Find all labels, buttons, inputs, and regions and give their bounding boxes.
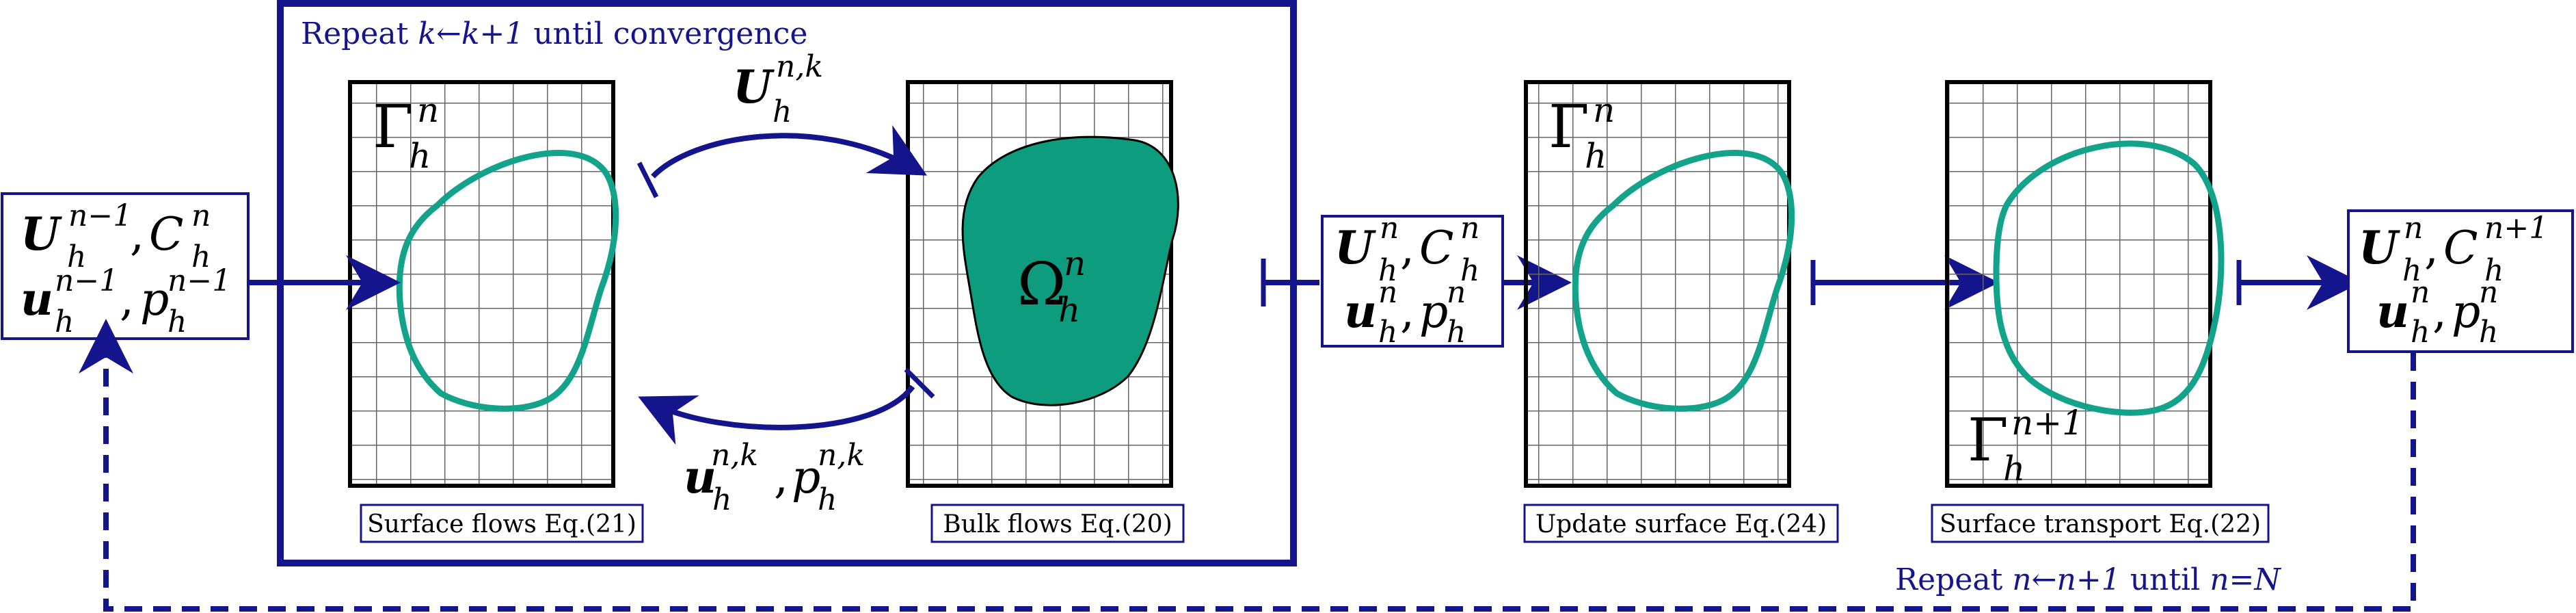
svg-text:C: C [1419,222,1454,274]
panel-surface-transport: Γ n+1 h Surface transport Eq.(22) [1931,80,2270,543]
svg-text:h: h [167,304,187,339]
coupling-top-superscript: n,k [776,49,823,84]
svg-text:h: h [818,482,837,517]
input-state-box: U n−1 h , C n h u n−1 h , p n−1 h [1,192,250,340]
svg-text:h: h [2484,253,2504,288]
symbol-superscript: n [1064,244,1086,283]
svg-text:U: U [1334,221,1376,274]
iteration-loop-label: Repeat k←k+1 until convergence [301,16,807,51]
svg-text:n: n [1380,211,1399,246]
svg-text:h: h [1378,315,1397,350]
panel-symbol: Γ [1968,406,2009,475]
svg-text:h: h [191,239,211,274]
svg-text:,: , [130,208,144,261]
surface-curve [1572,150,1795,412]
svg-text:u: u [2376,285,2409,338]
panel-caption: Bulk flows Eq.(20) [943,510,1172,538]
svg-text:h: h [2402,253,2421,288]
panel-symbol: Γ [373,93,414,161]
svg-text:C: C [149,208,184,261]
svg-text:h: h [67,239,86,274]
svg-text:u: u [21,272,53,326]
svg-text:p: p [2452,285,2480,338]
symbol-subscript: h [409,136,431,176]
coupling-arrow-bottom [638,384,915,445]
coupling-label-top: U [733,60,775,114]
bulk-domain-shape [961,135,1179,406]
svg-text:h: h [1378,253,1397,288]
svg-text:,: , [774,451,788,504]
svg-text:n: n [191,198,211,233]
svg-text:n+1: n+1 [2484,211,2548,246]
symbol-superscript: n+1 [2011,403,2084,443]
panel-update-surface: Γ n h Update surface Eq.(24) [1523,80,1839,543]
svg-text:p: p [1419,285,1448,338]
panel-surface-flows: Γ n h Surface flows Eq.(21) [348,80,644,543]
svg-text:p: p [140,273,169,326]
panel-symbol: Γ [1548,93,1589,161]
svg-text:h: h [712,482,732,517]
svg-text:n,k: n,k [711,438,758,473]
svg-text:p: p [792,451,820,504]
coupling-arrow-top [651,125,928,179]
symbol-superscript: n [1593,90,1615,130]
svg-text:u: u [1344,285,1377,338]
svg-text:h: h [55,304,74,339]
surface-curve [1993,140,2225,416]
panel-caption: Surface transport Eq.(22) [1940,510,2261,538]
svg-text:n−1: n−1 [68,198,132,233]
symbol-subscript: h [2003,449,2025,488]
panel-caption: Surface flows Eq.(21) [367,510,636,538]
panel-symbol: Ω [1017,250,1066,319]
svg-text:n: n [1460,211,1479,246]
svg-text:h: h [2411,315,2430,350]
coupling-label-bottom: u n,k h , p n,k h [684,438,865,517]
panel-bulk-flows: Ω n h Bulk flows Eq.(20) [906,80,1185,543]
output-state-box: U n h , C n+1 h u n h , p n h [2347,209,2574,353]
symbol-subscript: h [1585,136,1607,176]
svg-text:n: n [2404,211,2423,246]
svg-text:C: C [2443,222,2478,274]
svg-text:,: , [1400,285,1414,338]
svg-text:n: n [1378,275,1397,310]
svg-text:n: n [1447,275,1466,310]
svg-text:u: u [684,450,716,504]
coupling-top-subscript: h [773,94,792,129]
svg-text:n: n [2411,275,2430,310]
middle-state-box: U n h , C n h u n h , p n h [1321,211,1504,350]
svg-text:n,k: n,k [818,438,865,473]
symbol-superscript: n [417,90,439,130]
symbol-subscript: h [1058,290,1080,330]
svg-text:h: h [1447,315,1466,350]
svg-text:,: , [2424,222,2439,274]
svg-text:,: , [2432,285,2447,338]
svg-text:,: , [120,273,134,326]
svg-text:n−1: n−1 [55,263,118,298]
svg-text:,: , [1400,222,1414,274]
svg-text:U: U [21,207,62,261]
time-loop-label: Repeat n←n+1 until n=N [1895,562,2281,597]
svg-text:U: U [2359,221,2400,274]
svg-text:h: h [1460,253,1479,288]
svg-text:n: n [2479,275,2498,310]
svg-text:n−1: n−1 [167,263,231,298]
svg-text:h: h [2479,315,2498,350]
time-loop-feedback-arrow [79,319,2416,612]
panel-caption: Update surface Eq.(24) [1535,510,1827,538]
